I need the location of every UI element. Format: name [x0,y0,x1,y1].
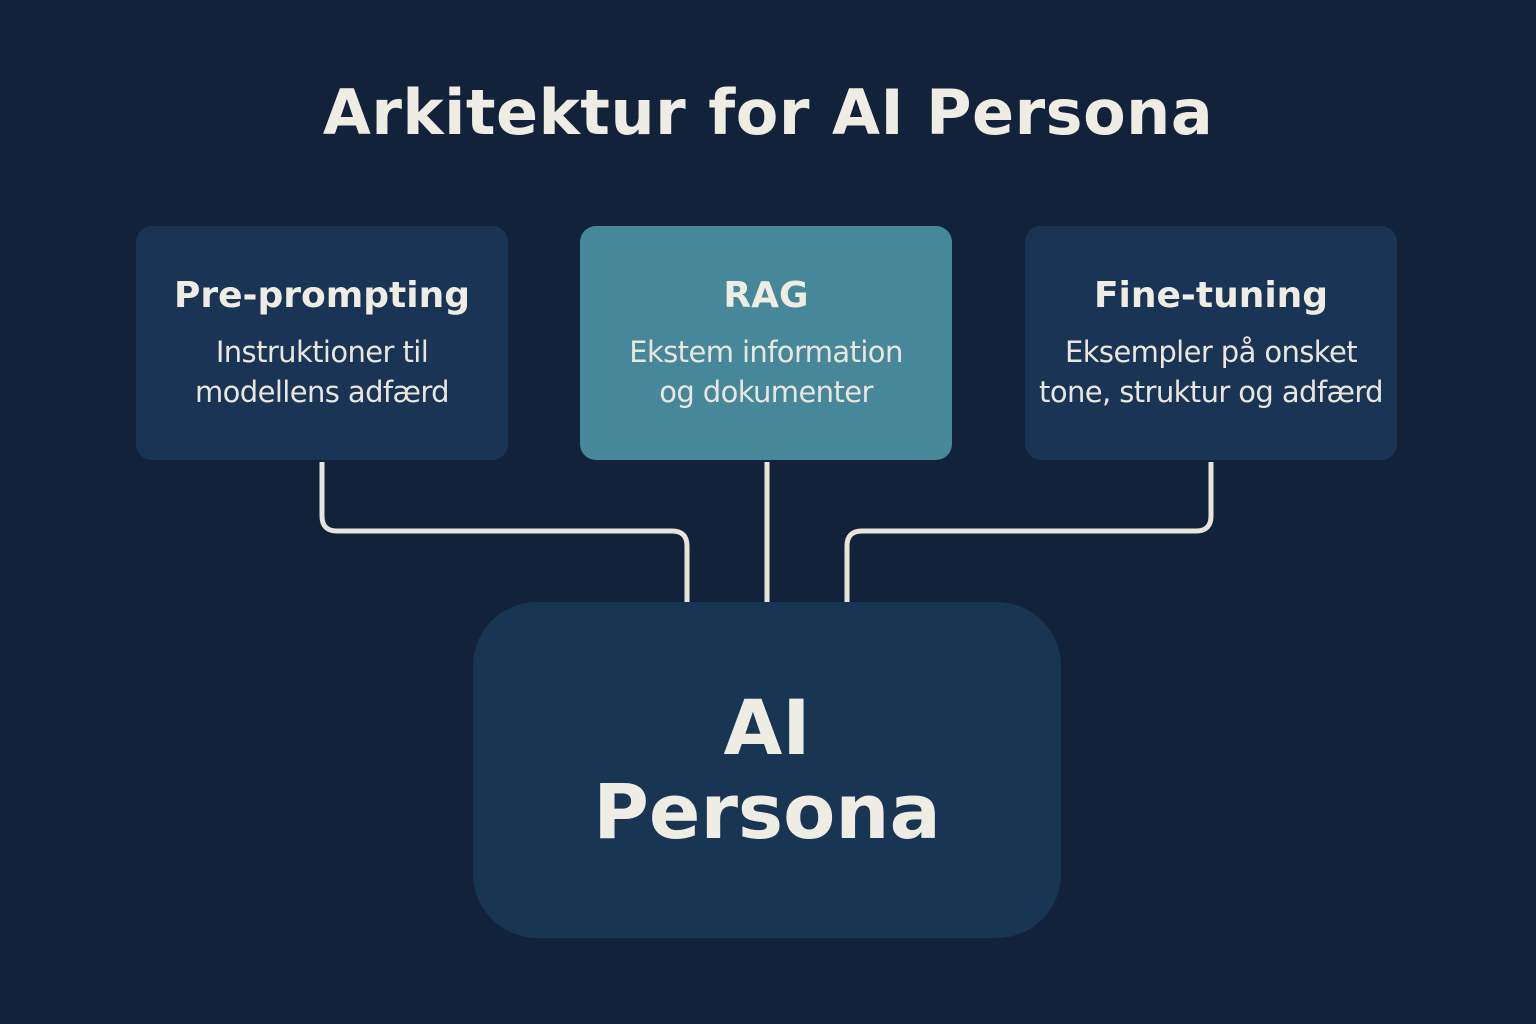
fine-tuning-title: Fine-tuning [1093,275,1329,316]
rag-box: RAG Ekstem information og dokumenter [580,226,952,460]
pre-prompting-title: Pre-prompting [174,275,470,316]
pre-prompting-box: Pre-prompting Instruktioner til modellen… [136,226,508,460]
rag-title: RAG [723,275,809,316]
ai-persona-box: AI Persona [473,602,1061,938]
fine-tuning-desc-line-2: tone, struktur og adfærd [1039,375,1384,409]
fine-tuning-box: Fine-tuning Eksempler på onsket tone, st… [1025,226,1397,460]
fine-tuning-desc-line-1: Eksempler på onsket [1065,335,1358,369]
pre-prompting-desc-line-1: Instruktioner til [215,335,429,369]
rag-desc-line-2: og dokumenter [659,375,873,409]
diagram-title: Arkitektur for AI Persona [322,76,1214,149]
rag-desc-line-1: Ekstem information [629,335,903,369]
connector-fine-tuning [844,462,1214,602]
ai-persona-label-line-1: AI [723,683,811,772]
ai-persona-label-line-2: Persona [593,767,941,856]
pre-prompting-desc-line-2: modellens adfærd [195,375,450,409]
connector-pre-prompting [319,462,690,602]
